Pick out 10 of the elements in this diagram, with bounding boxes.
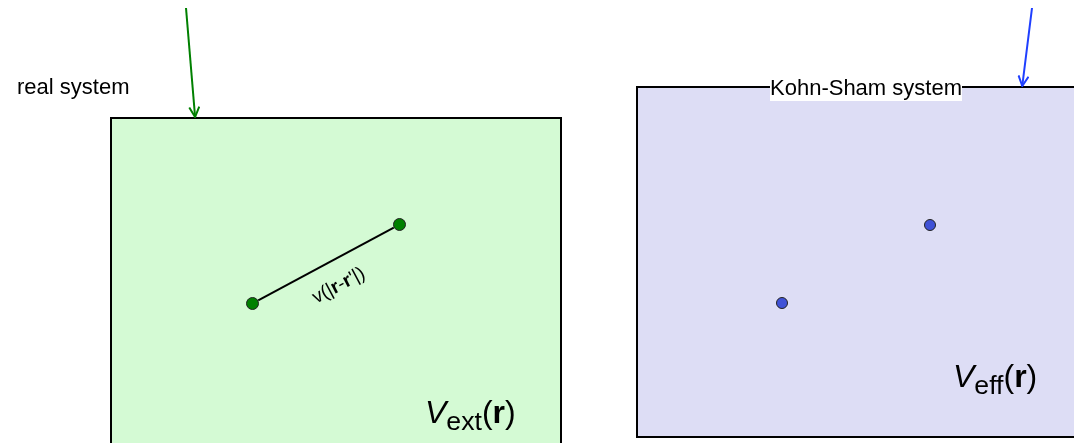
- arrow: [185, 7, 201, 118]
- box-title: real system: [17, 74, 130, 100]
- particle-dot: [246, 297, 259, 310]
- particle-dot: [924, 219, 936, 231]
- connector-line: [257, 226, 395, 302]
- arrow: [1017, 7, 1033, 87]
- potential-label: V$_{ext}$(r): [425, 394, 516, 438]
- potential-label: V$_{eff}$(r): [953, 358, 1038, 402]
- particle-dot: [393, 218, 406, 231]
- particle-dot: [776, 297, 788, 309]
